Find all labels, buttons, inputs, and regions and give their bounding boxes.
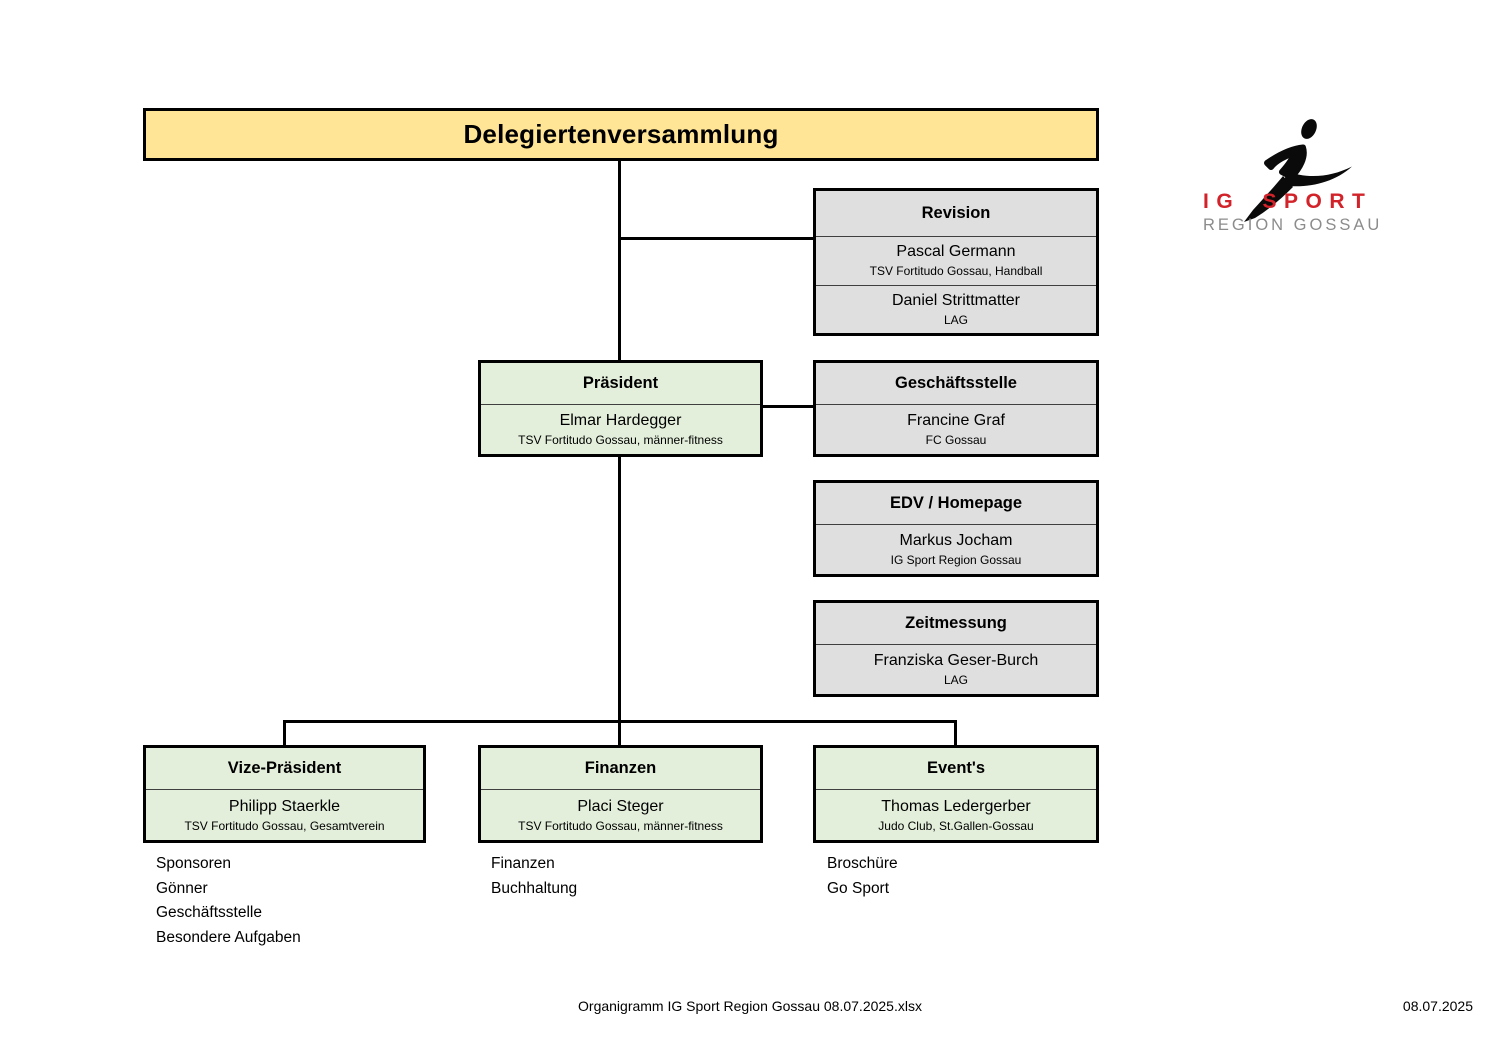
connector-to-geschaeftsstelle — [762, 405, 813, 408]
node-title: Vize-Präsident — [146, 748, 423, 790]
connector-branch-horizontal — [283, 720, 957, 723]
node-vize-praesident: Vize-Präsident Philipp Staerkle TSV Fort… — [143, 745, 426, 843]
connector-drop-events — [954, 720, 957, 746]
node-title: Event's — [816, 748, 1096, 790]
member-org: IG Sport Region Gossau — [890, 553, 1022, 567]
member: Pascal Germann TSV Fortitudo Gossau, Han… — [816, 237, 1096, 285]
footer-date: 08.07.2025 — [1402, 998, 1473, 1014]
node-title: Revision — [816, 191, 1096, 237]
member: Placi Steger TSV Fortitudo Gossau, männe… — [481, 790, 760, 840]
connector-praesident-to-branch — [618, 456, 621, 746]
member-org: TSV Fortitudo Gossau, Gesamtverein — [184, 818, 385, 833]
member-name: Philipp Staerkle — [228, 797, 341, 815]
connector-to-revision — [619, 237, 813, 240]
node-title: Geschäftsstelle — [816, 363, 1096, 405]
task-item: Gönner — [156, 879, 208, 897]
node-revision: Revision Pascal Germann TSV Fortitudo Go… — [813, 188, 1099, 336]
logo-brand-name: IG SPORT — [1203, 190, 1373, 213]
member-org: LAG — [943, 312, 968, 327]
task-item: Sponsoren — [156, 855, 231, 872]
task-list-finanzen: Finanzen Buchhaltung — [491, 852, 577, 901]
member: Markus Jocham IG Sport Region Gossau — [816, 525, 1096, 574]
member-name: Franziska Geser-Burch — [873, 652, 1039, 669]
node-edv-homepage: EDV / Homepage Markus Jocham IG Sport Re… — [813, 480, 1099, 577]
runner-icon — [1244, 119, 1352, 222]
task-item: Broschüre — [827, 855, 898, 872]
node-delegiertenversammlung: Delegiertenversammlung — [143, 108, 1099, 161]
footer-filename: Organigramm IG Sport Region Gossau 08.07… — [578, 998, 922, 1014]
node-title: Finanzen — [481, 748, 760, 790]
member-name: Elmar Hardegger — [559, 412, 682, 429]
node-finanzen: Finanzen Placi Steger TSV Fortitudo Goss… — [478, 745, 763, 843]
member-name: Pascal Germann — [896, 243, 1016, 261]
member-name: Thomas Ledergerber — [881, 797, 1031, 815]
member-name: Markus Jocham — [899, 532, 1013, 549]
member-org: TSV Fortitudo Gossau, männer-fitness — [518, 433, 723, 447]
node-title: EDV / Homepage — [816, 483, 1096, 525]
node-geschaeftsstelle: Geschäftsstelle Francine Graf FC Gossau — [813, 360, 1099, 457]
member-org: Judo Club, St.Gallen-Gossau — [878, 818, 1034, 833]
node-title: Delegiertenversammlung — [463, 119, 779, 149]
member: Philipp Staerkle TSV Fortitudo Gossau, G… — [146, 790, 423, 840]
node-title: Zeitmessung — [816, 603, 1096, 645]
member-org: FC Gossau — [925, 433, 987, 447]
task-item: Finanzen — [491, 855, 555, 872]
logo-brand-region: REGION GOSSAU — [1203, 216, 1383, 234]
member-name: Daniel Strittmatter — [891, 291, 1021, 309]
member-org: TSV Fortitudo Gossau, männer-fitness — [518, 818, 723, 833]
member-name: Placi Steger — [577, 797, 664, 815]
ig-sport-logo: IG SPORT REGION GOSSAU — [1203, 110, 1395, 238]
task-item: Geschäftsstelle — [156, 904, 262, 921]
member: Daniel Strittmatter LAG — [816, 284, 1096, 334]
member-org: TSV Fortitudo Gossau, Handball — [869, 264, 1043, 279]
member: Elmar Hardegger TSV Fortitudo Gossau, mä… — [481, 405, 760, 454]
task-list-vize-praesident: Sponsoren Gönner Geschäftsstelle Besonde… — [156, 852, 301, 950]
member: Franziska Geser-Burch LAG — [816, 645, 1096, 694]
task-item: Go Sport — [827, 879, 890, 897]
connector-root-to-praesident — [618, 160, 621, 362]
node-title: Präsident — [481, 363, 760, 405]
node-praesident: Präsident Elmar Hardegger TSV Fortitudo … — [478, 360, 763, 457]
node-zeitmessung: Zeitmessung Franziska Geser-Burch LAG — [813, 600, 1099, 697]
node-events: Event's Thomas Ledergerber Judo Club, St… — [813, 745, 1099, 843]
member: Thomas Ledergerber Judo Club, St.Gallen-… — [816, 790, 1096, 840]
member-org: LAG — [943, 673, 968, 687]
task-item: Buchhaltung — [491, 879, 578, 897]
member: Francine Graf FC Gossau — [816, 405, 1096, 454]
connector-drop-vize — [283, 720, 286, 746]
member-name: Francine Graf — [907, 412, 1005, 429]
task-list-events: Broschüre Go Sport — [827, 852, 898, 901]
task-item: Besondere Aufgaben — [156, 928, 301, 946]
